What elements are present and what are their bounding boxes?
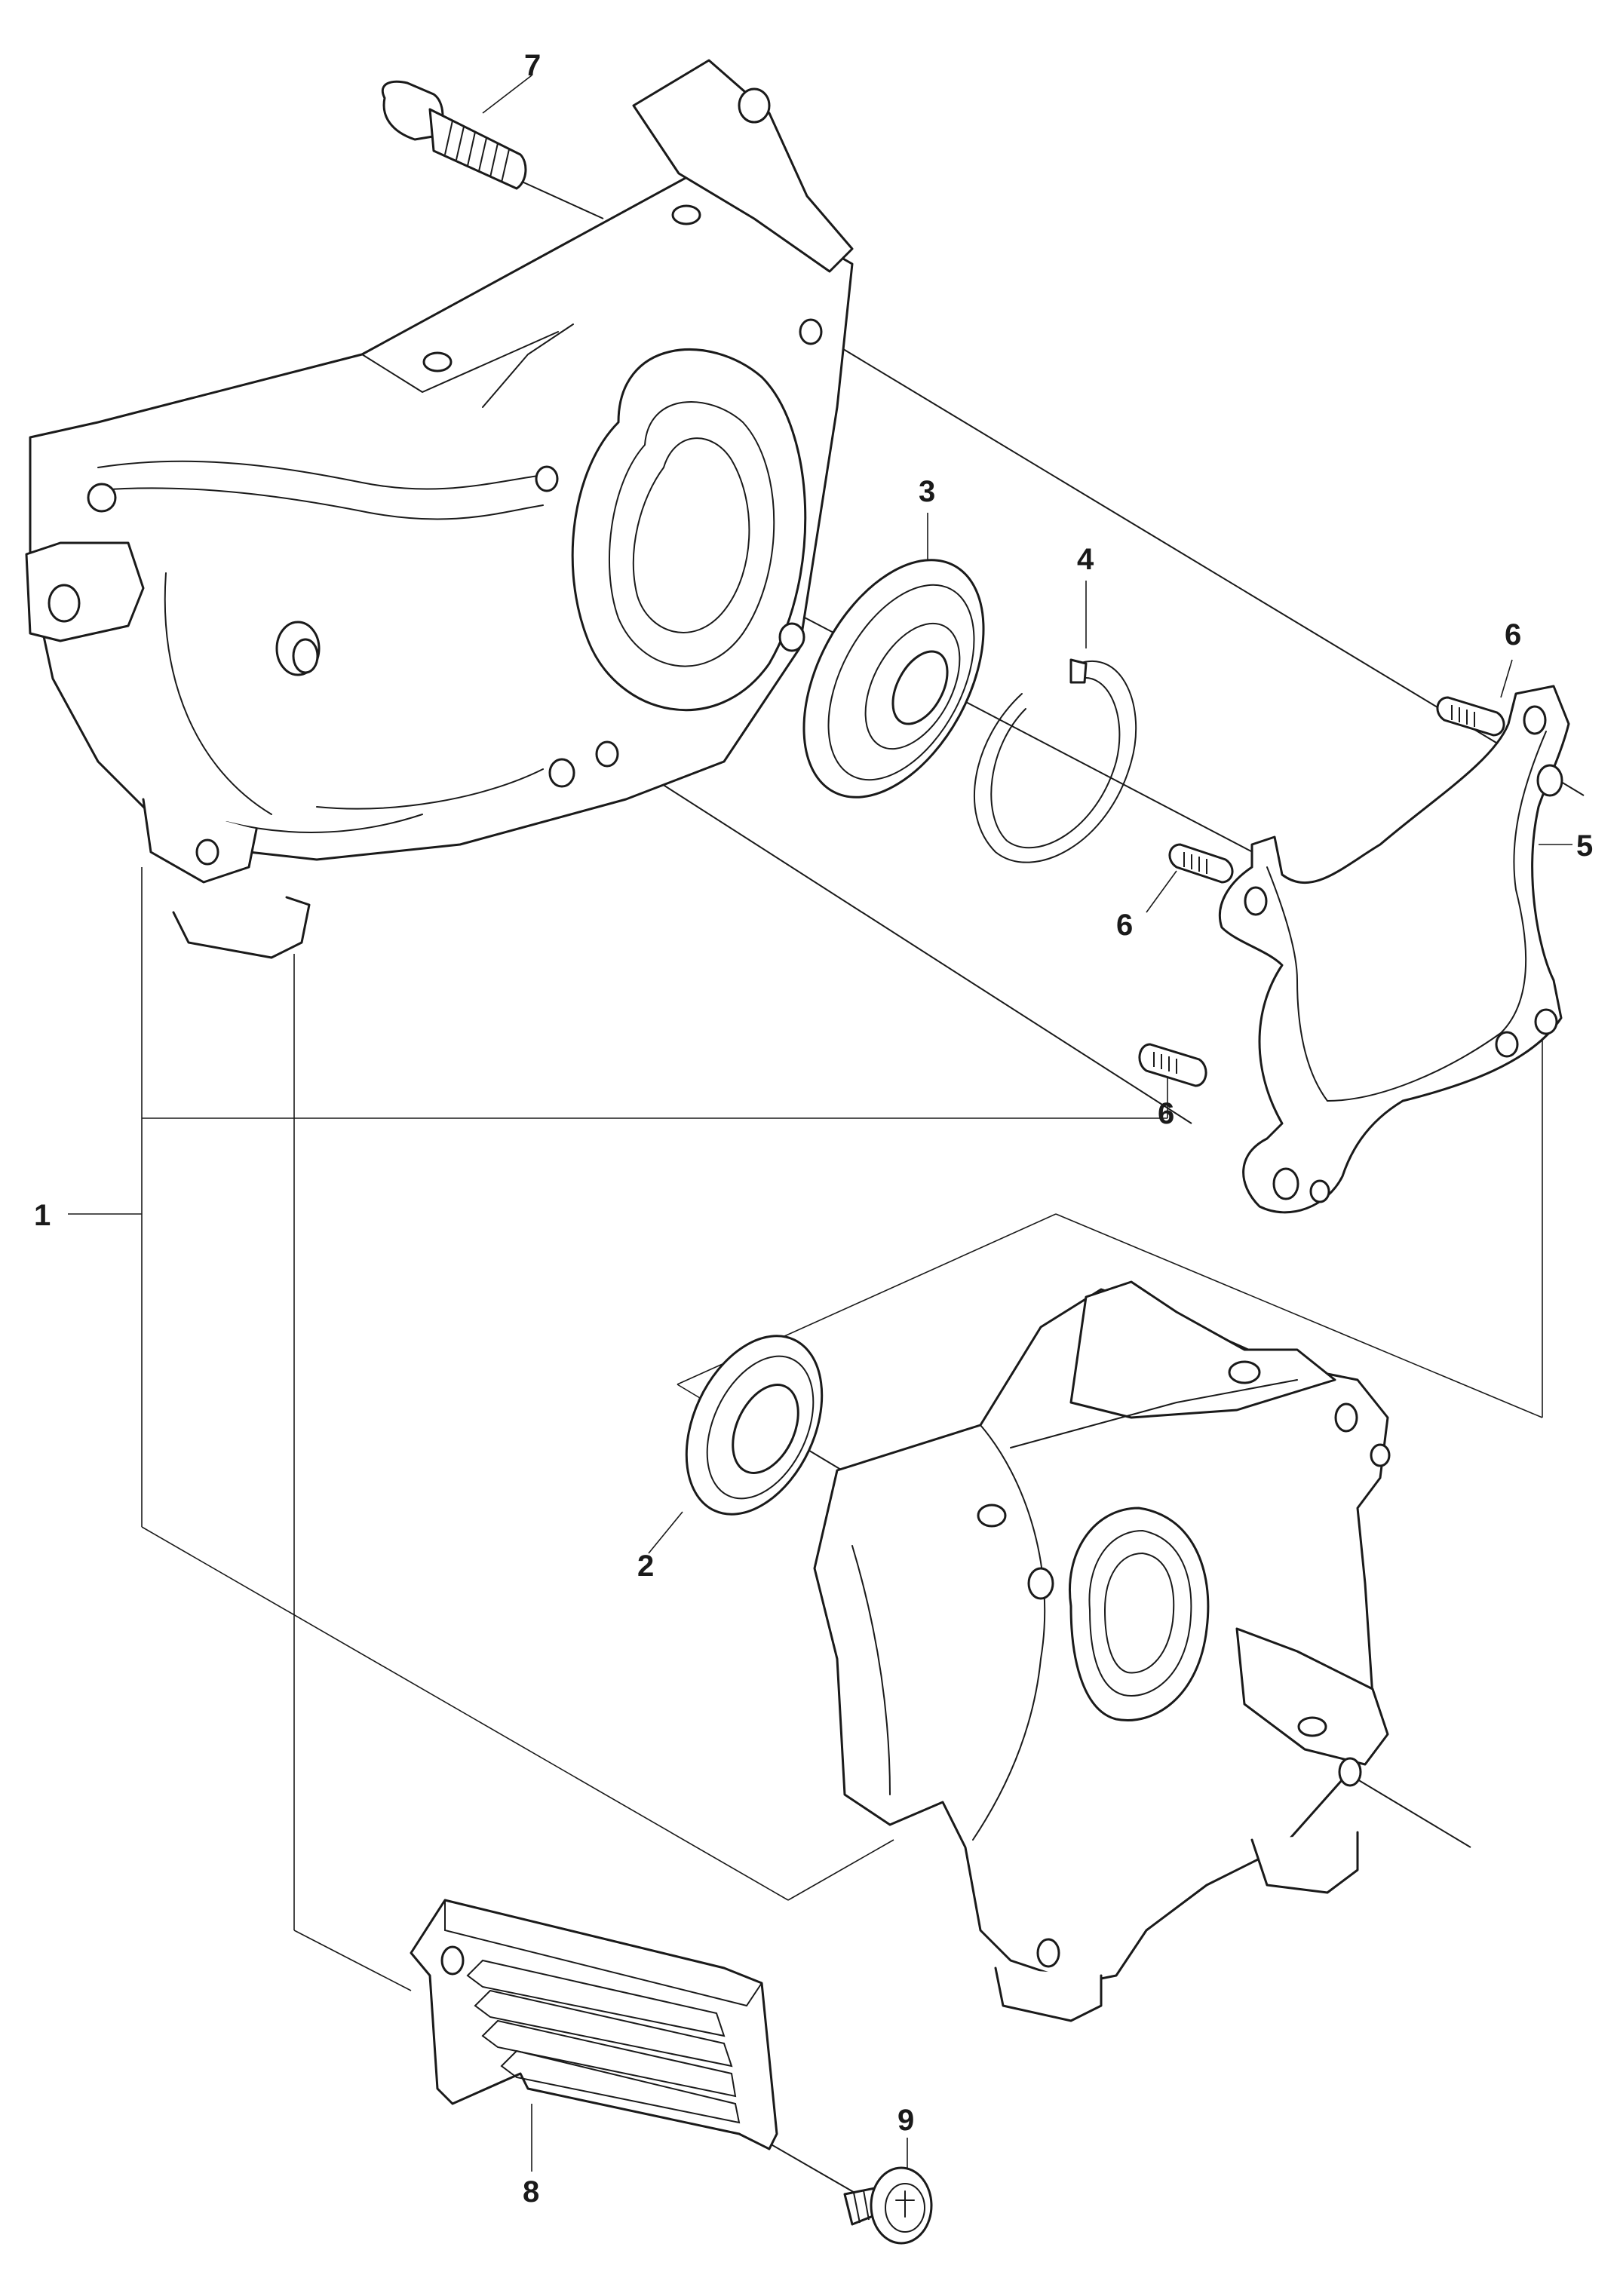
crankcase-half-lower [813,1280,1391,2022]
callout-9: 9 [897,2104,914,2137]
bearing-item-2 [685,1335,824,1516]
callout-7: 7 [524,49,541,82]
dowel-pin-item-6c [1138,1043,1207,1087]
callout-6-middle: 6 [1116,909,1133,942]
callout-6-bottom: 6 [1158,1097,1174,1130]
callout-3: 3 [919,475,935,508]
screw-item-9 [843,2166,933,2245]
callout-2: 2 [637,1550,654,1583]
dowel-pin-item-6a [1436,696,1505,737]
callout-1: 1 [34,1199,51,1232]
screw-item-7 [382,80,527,190]
guard-plate-item-8 [410,1899,778,2150]
callout-5: 5 [1576,829,1593,863]
gasket-item-5 [1218,685,1570,1214]
callout-labels: 7 3 4 6 5 6 6 1 2 9 8 [34,49,1593,2209]
callout-6-top: 6 [1505,618,1521,651]
callout-8: 8 [523,2175,539,2209]
bearing-item-3 [802,559,985,799]
callout-4: 4 [1077,543,1094,576]
dowel-pin-item-6b [1168,843,1234,884]
crankcase-half-upper [25,59,854,959]
leader-lines [68,75,1572,2175]
circlip-item-4 [974,658,1137,863]
